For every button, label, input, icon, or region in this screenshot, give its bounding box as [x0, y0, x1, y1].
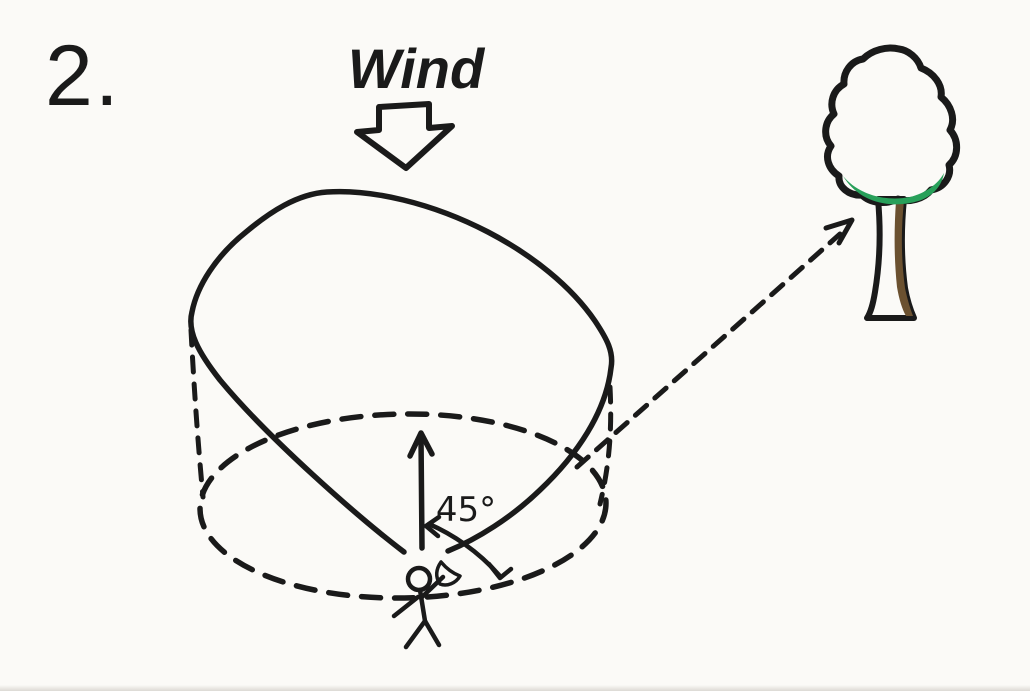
stick-figure-left-leg: [403, 618, 428, 650]
angle-arc-right-arrowhead-icon: [486, 561, 514, 581]
tree-foliage-shading: [843, 173, 944, 205]
vertical-arrow-head-icon: [407, 430, 435, 459]
stick-figure-left-arm: [391, 594, 421, 619]
wind-down-arrow-icon: [354, 101, 455, 171]
bottom-edge-shadow: [0, 685, 1030, 691]
vertical-reference-arrow-shaft: [418, 433, 425, 551]
tree-icon: [822, 44, 961, 321]
stick-figure-person: [391, 565, 446, 650]
tree-trunk-shading: [894, 201, 913, 316]
kite-handle-icon: [435, 560, 462, 587]
stick-figure-head: [405, 565, 433, 593]
stick-figure-right-leg: [422, 618, 442, 648]
tree-trunk: [864, 196, 917, 321]
tilted-flight-loop: [188, 188, 615, 555]
wind-label: Wind: [348, 37, 486, 100]
angle-value-label: 45°: [436, 490, 496, 530]
cylinder-right-dashed-edge: [597, 384, 614, 507]
cylinder-base-dashed-ellipse: [197, 411, 609, 601]
tree-pointer-arrowhead-icon: [823, 217, 855, 246]
figure-number-label: 2.: [45, 28, 121, 124]
tree-foliage: [822, 44, 961, 206]
angle-arc-left-arrowhead-icon: [423, 514, 442, 539]
cylinder-left-dashed-edge: [188, 327, 206, 500]
tree-pointer-dashed-arrow: [574, 231, 843, 470]
